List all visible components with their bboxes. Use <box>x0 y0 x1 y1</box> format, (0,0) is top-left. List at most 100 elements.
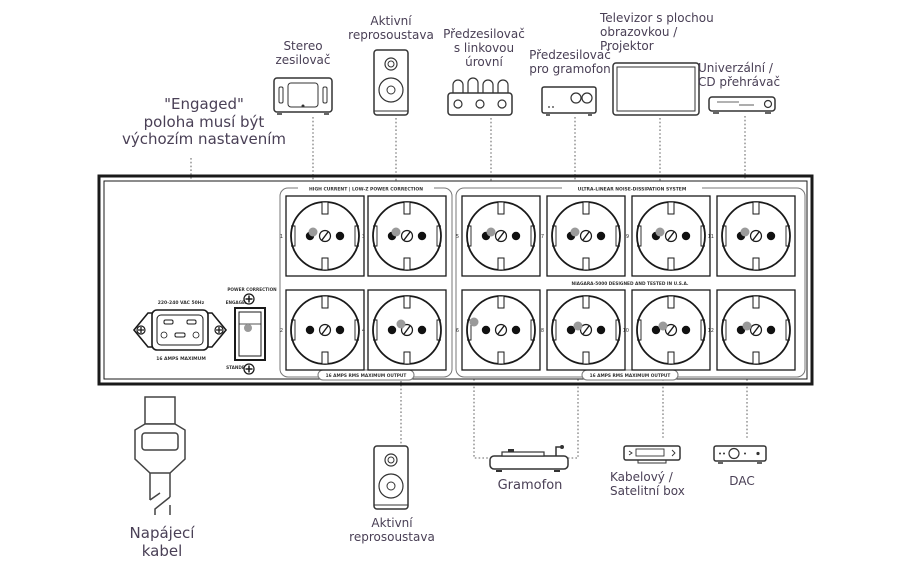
bank-left-bottom-label: 16 AMPS RMS MAXIMUM OUTPUT <box>326 373 407 379</box>
screw-slot <box>497 231 505 241</box>
device-icons <box>134 49 776 515</box>
schuko-outlet-10[interactable]: 10 <box>623 289 711 371</box>
connector-dot <box>658 321 668 331</box>
title-mask <box>298 184 434 192</box>
earth-clip <box>321 201 329 215</box>
schuko-outlet-7[interactable]: 7 <box>541 195 626 277</box>
amplifier-icon <box>273 77 333 115</box>
pin-hole <box>417 231 427 241</box>
power-correction-switch[interactable]: POWER CORRECTION ENGAGED STANDBY <box>226 287 278 375</box>
earth-clip <box>497 257 505 271</box>
earth-clip <box>752 351 760 365</box>
outlet-number: 1 <box>280 234 283 240</box>
label-cable-sat-box: Kabelový / Satelitní box <box>610 470 685 499</box>
side-notch <box>354 225 359 247</box>
outlet-number: 10 <box>623 328 629 334</box>
pin-hole <box>566 325 576 335</box>
cd-player-icon <box>708 96 776 114</box>
side-notch <box>785 319 790 341</box>
schuko-outlet-8[interactable]: 8 <box>541 289 626 371</box>
label-active-speaker-top: Aktivní reprosoustava <box>348 14 434 43</box>
inlet-pin-earth <box>174 332 186 338</box>
screw-slot <box>667 231 675 241</box>
inlet-pin-neutral <box>186 319 197 325</box>
pin-hole <box>305 325 315 335</box>
bank-left-bottom-badge <box>317 369 415 381</box>
tv-icon <box>612 62 700 116</box>
bank-right-middle-label: NIAGARA-5000 DESIGNED AND TESTED IN U.S.… <box>571 281 688 287</box>
pin-hole <box>681 231 691 241</box>
schuko-outlet-1[interactable]: 1 <box>280 195 365 277</box>
earth-clip <box>752 295 760 309</box>
outlet-number: 4 <box>362 328 365 334</box>
connector-dot <box>573 321 583 331</box>
screw-slot <box>752 325 760 335</box>
switch-title: POWER CORRECTION <box>227 287 277 292</box>
side-notch <box>552 225 557 247</box>
screw-slot <box>582 231 590 241</box>
side-notch <box>615 225 620 247</box>
schuko-outlet-9[interactable]: 9 <box>626 195 711 277</box>
screw-slot <box>667 325 675 335</box>
schuko-outlet-3[interactable]: 3 <box>362 195 447 277</box>
side-notch <box>552 319 557 341</box>
earth-clip <box>497 351 505 365</box>
schuko-outlet-11[interactable]: 11 <box>708 195 796 277</box>
pin-hole <box>511 231 521 241</box>
outlet-number: 3 <box>362 234 365 240</box>
switch-standby-label: STANDBY <box>226 365 249 370</box>
schuko-outlet-12[interactable]: 12 <box>708 289 796 371</box>
screw-icon <box>243 363 255 375</box>
connector-dots <box>308 227 752 331</box>
label-turntable: Gramofon <box>497 478 563 493</box>
side-notch <box>615 319 620 341</box>
speaker-icon <box>373 445 409 510</box>
pin-hole <box>651 325 661 335</box>
connector-dot <box>570 227 580 237</box>
pin-hole <box>335 231 345 241</box>
connector-dot <box>655 227 665 237</box>
speaker-icon <box>373 49 409 116</box>
label-cd-player: Univerzální / CD přehrávač <box>698 61 781 90</box>
label-dac: DAC <box>729 474 755 488</box>
schuko-outlet-2[interactable]: 2 <box>280 289 365 371</box>
side-notch <box>700 319 705 341</box>
bank-right-bottom-badge <box>581 369 679 381</box>
pin-hole <box>596 231 606 241</box>
inlet-hole <box>192 331 200 339</box>
screw-slot <box>752 231 760 241</box>
pin-hole <box>766 325 776 335</box>
earth-clip <box>321 257 329 271</box>
earth-clip <box>403 295 411 309</box>
side-notch <box>354 319 359 341</box>
schuko-outlet-4[interactable]: 4 <box>362 289 447 371</box>
side-notch <box>637 319 642 341</box>
inlet-pin-live <box>163 319 174 325</box>
screw-slot <box>582 325 590 335</box>
earth-clip <box>752 201 760 215</box>
earth-clip <box>667 295 675 309</box>
screw-slot <box>321 231 329 241</box>
outlet-number: 2 <box>280 328 283 334</box>
power-plug-icon <box>134 396 186 515</box>
switch-engaged-label: ENGAGED <box>226 300 249 305</box>
engaged-note: "Engaged" poloha musí být výchozím nasta… <box>121 95 287 149</box>
schuko-outlet-6[interactable]: 6 <box>456 289 541 371</box>
side-notch <box>436 225 441 247</box>
earth-clip <box>582 257 590 271</box>
rocker[interactable] <box>238 311 262 357</box>
turntable-icon <box>489 445 569 472</box>
schuko-outlet-5[interactable]: 5 <box>456 195 541 277</box>
bank-right-bottom-label: 16 AMPS RMS MAXIMUM OUTPUT <box>590 373 671 379</box>
chassis-outer-frame <box>97 174 814 386</box>
earth-clip <box>667 201 675 215</box>
connector-dot <box>486 227 496 237</box>
inlet-current-label: 16 AMPS MAXIMUM <box>156 356 206 362</box>
outlet-number: 7 <box>541 234 544 240</box>
pin-hole <box>335 325 345 335</box>
outlet-number: 11 <box>708 234 714 240</box>
label-phono-preamp: Předzesilovač pro gramofon <box>529 48 611 77</box>
outlet-number: 8 <box>541 328 544 334</box>
set-top-box-icon <box>623 445 681 464</box>
